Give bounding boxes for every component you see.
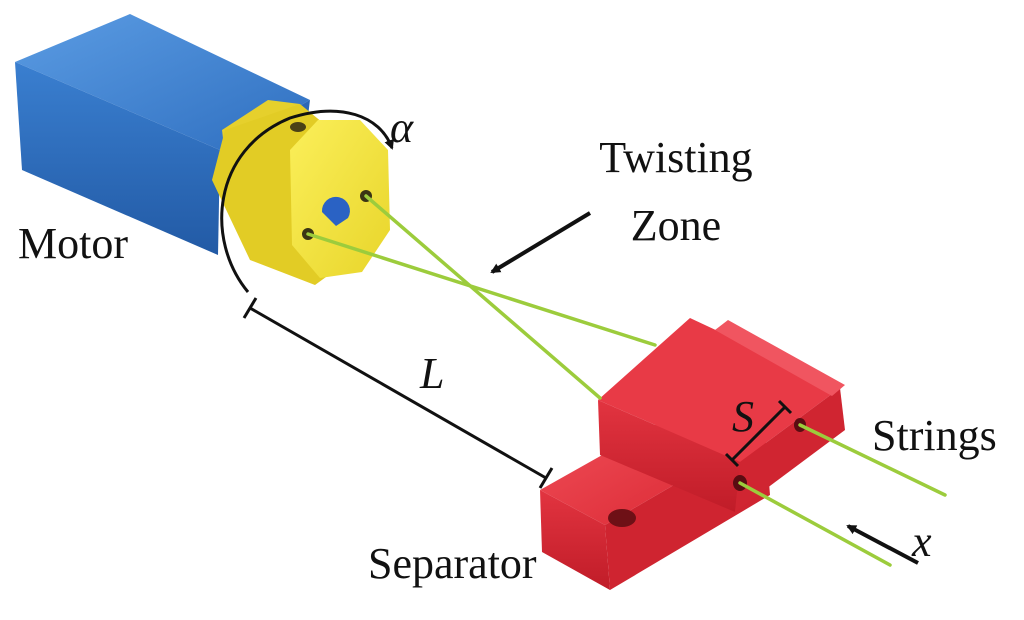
separator-label: Separator — [368, 539, 537, 588]
separator-base-front — [540, 490, 610, 590]
spacing-dimension-tick-start — [724, 452, 740, 468]
motor-cap — [212, 100, 390, 285]
length-dimension — [242, 297, 554, 489]
spacing-symbol: S — [732, 392, 754, 441]
displacement-arrow — [846, 524, 919, 565]
displacement-symbol: x — [912, 517, 932, 566]
strings-label: Strings — [872, 411, 997, 460]
rotation-arrow — [220, 109, 394, 293]
length-symbol: L — [420, 349, 445, 398]
motor-label: Motor — [18, 219, 128, 268]
separator-mount-hole — [608, 509, 636, 527]
strings — [306, 194, 947, 567]
separator-upright-top — [598, 318, 840, 462]
spacing-dimension — [724, 399, 793, 468]
rotation-symbol: α — [390, 103, 414, 152]
separator-block — [540, 318, 845, 590]
length-dimension-tick-end — [538, 467, 554, 489]
length-dimension-tick-start — [242, 297, 258, 319]
cap-screw-hole — [290, 122, 306, 132]
spacing-dimension-tick-end — [777, 399, 793, 415]
length-dimension-line — [249, 306, 547, 480]
spacing-dimension-line — [730, 405, 787, 462]
twisting-zone-arrow — [490, 211, 592, 274]
string-b-exit — [798, 423, 947, 497]
separator-ridge — [715, 320, 845, 396]
string-b-twisting — [306, 232, 657, 347]
string-a-exit — [738, 481, 892, 567]
twisting-zone-label-line2: Zone — [630, 201, 722, 250]
string-a-twisting — [364, 194, 602, 400]
motor-shaft — [321, 196, 350, 226]
separator-upright-side — [735, 388, 845, 512]
motor-top-face — [15, 14, 310, 150]
separator-upright-front — [598, 400, 740, 512]
twisting-zone-label-line1: Twisting — [599, 133, 753, 182]
motor-front-face — [15, 62, 220, 255]
